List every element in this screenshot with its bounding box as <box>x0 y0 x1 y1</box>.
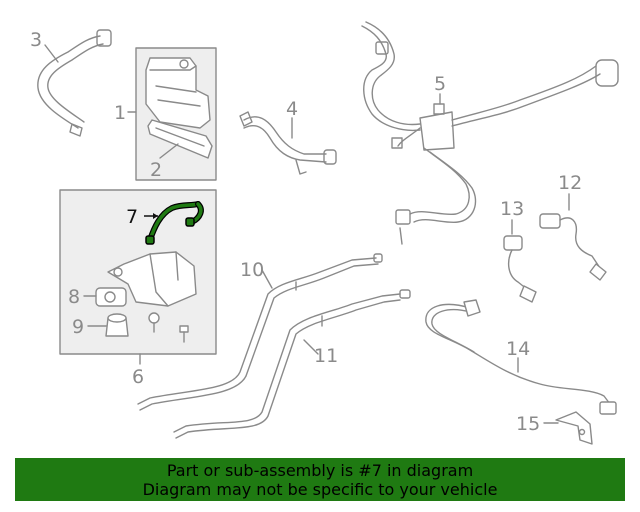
part-1-vapor-canister-module <box>145 57 211 129</box>
part-14-sensor-harness <box>425 299 617 415</box>
part-13-o2-sensor <box>503 235 537 303</box>
callout-3: 3 <box>30 29 42 51</box>
callout-7: 7 <box>126 206 138 228</box>
callout-8: 8 <box>68 286 80 308</box>
banner-line-2: Diagram may not be specific to your vehi… <box>142 479 498 499</box>
callout-10: 10 <box>240 259 264 281</box>
callout-1: 1 <box>114 102 126 124</box>
part-11-tube <box>173 289 411 439</box>
banner-line-1: Part or sub-assembly is #7 in diagram <box>166 460 474 480</box>
part-9-sensor <box>105 313 129 337</box>
info-banner: Part or sub-assembly is #7 in diagram Di… <box>15 458 625 501</box>
part-2-bracket <box>147 119 213 159</box>
leader-10 <box>261 269 273 289</box>
part-3-hose <box>37 29 112 137</box>
leader-3 <box>44 44 59 63</box>
part-8-valve <box>95 287 127 307</box>
callout-5: 5 <box>434 73 446 95</box>
callout-9: 9 <box>72 316 84 338</box>
callout-12: 12 <box>558 172 582 194</box>
part-purge-valve-housing <box>107 251 197 307</box>
part-12-o2-sensor <box>539 213 607 281</box>
part-15-bracket <box>555 411 593 445</box>
part-4-hose <box>239 111 337 175</box>
callout-11: 11 <box>314 345 338 367</box>
callout-4: 4 <box>286 98 298 120</box>
leader-7-arrow <box>153 213 158 219</box>
part-bolt-b <box>179 325 189 343</box>
callout-6: 6 <box>132 366 144 388</box>
part-10-tube <box>137 253 383 411</box>
callout-2: 2 <box>150 159 162 181</box>
part-7-hose-highlighted <box>145 201 204 245</box>
leader-11 <box>303 339 319 355</box>
part-bolt-a <box>148 312 160 333</box>
callout-13: 13 <box>500 198 524 220</box>
leader-2 <box>159 143 179 159</box>
callout-15: 15 <box>516 413 540 435</box>
parts-diagram: 3 1 2 4 5 7 8 9 6 10 11 12 13 14 15 <box>30 21 619 445</box>
part-5-hose-assembly <box>361 21 619 245</box>
callout-14: 14 <box>506 338 530 360</box>
